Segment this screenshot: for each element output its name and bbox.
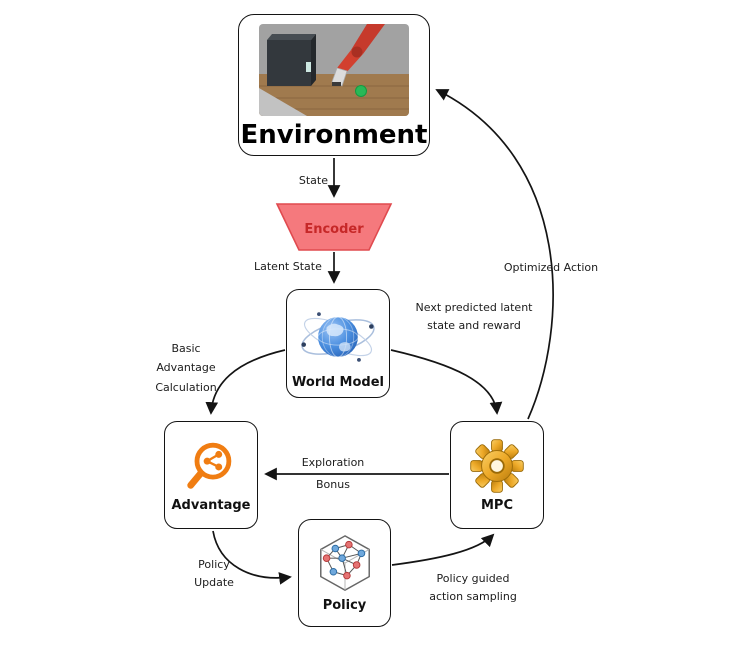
table-edge [259, 88, 307, 116]
policy-guided-edge-label: Policy guided action sampling [429, 572, 517, 603]
environment-title: Environment [240, 120, 428, 150]
world-model-node: World Model [286, 289, 390, 398]
mpc-label: MPC [480, 498, 513, 513]
environment-image [259, 24, 409, 116]
next-predicted-edge-label: Next predicted latent state and reward [415, 301, 533, 332]
latent-state-edge-label: Latent State [254, 260, 322, 273]
robot-arm-scene [259, 24, 409, 116]
green-ball [355, 85, 367, 97]
environment-node: Environment [238, 14, 430, 156]
magnifier-network-icon [187, 442, 232, 489]
cube-neural-network-icon [319, 535, 370, 591]
policy-update-edge-label: Policy Update [194, 558, 234, 589]
globe-orbit-icon [301, 311, 375, 362]
encoder-label: Encoder [304, 222, 364, 237]
edge-world-model-to-mpc [390, 349, 503, 415]
basic-advantage-edge-label: Basic Advantage Calculation [155, 342, 217, 394]
encoder-trapezoid [275, 203, 393, 251]
exploration-bonus-edge-label: Exploration Bonus [301, 456, 365, 491]
optimized-action-edge-label: Optimized Action [503, 261, 599, 274]
robot-arm [331, 24, 385, 87]
encoder-node: Encoder [275, 203, 393, 251]
policy-node: Policy [298, 519, 391, 627]
advantage-node: Advantage [164, 421, 258, 529]
mpc-node: MPC [450, 421, 544, 529]
advantage-label: Advantage [171, 498, 251, 513]
policy-label: Policy [322, 598, 367, 613]
gear-icon [470, 439, 524, 493]
state-edge-label: State [298, 174, 328, 187]
edge-policy-to-mpc [391, 533, 495, 566]
dark-cabinet [267, 34, 316, 86]
edge-mpc-to-environment [435, 89, 554, 420]
world-model-label: World Model [292, 374, 384, 390]
